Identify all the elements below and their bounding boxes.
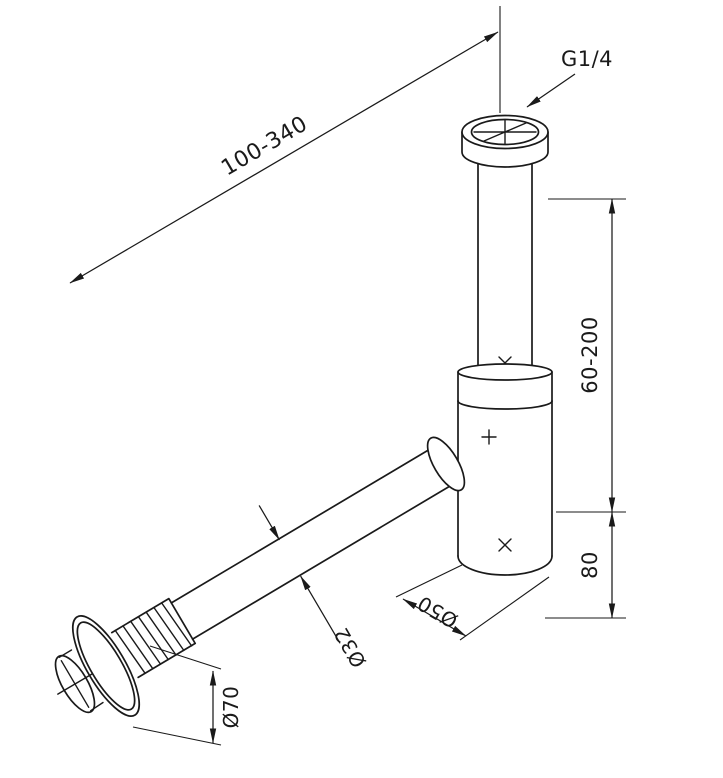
- wall-pipe: [170, 445, 458, 640]
- span-dimension: 100-340: [69, 6, 501, 284]
- riser-height-label: 60-200: [578, 316, 602, 393]
- pipe-diameter-label: Ø32: [329, 623, 371, 672]
- body-diameter-label: Ø50: [413, 591, 462, 633]
- thread-section: [110, 597, 197, 679]
- riser-pipe: [477, 141, 533, 373]
- thread-label: G1/4: [561, 47, 613, 71]
- trap-body: [457, 400, 553, 576]
- body-center-mark: [498, 538, 512, 552]
- body-diameter-dimension: Ø50: [395, 564, 550, 641]
- base-height-dimension: 80: [545, 511, 626, 619]
- fixture: [54, 114, 553, 717]
- outlet-nut: [426, 436, 466, 492]
- flange-diameter-dimension: Ø70: [132, 645, 243, 746]
- flange-diameter-label: Ø70: [219, 686, 243, 729]
- thread-callout: G1/4: [526, 47, 613, 108]
- base-height-label: 80: [578, 551, 602, 579]
- body-collar: [457, 363, 553, 410]
- end-cap-cross-mark: [57, 660, 93, 708]
- span-dimension-label: 100-340: [217, 111, 312, 181]
- riser-height-dimension: 60-200: [548, 198, 626, 513]
- body-axis-mark: [481, 429, 497, 445]
- inlet-cap: [461, 114, 549, 168]
- flange-end-cap: [54, 649, 104, 714]
- thread-crests: [114, 602, 193, 674]
